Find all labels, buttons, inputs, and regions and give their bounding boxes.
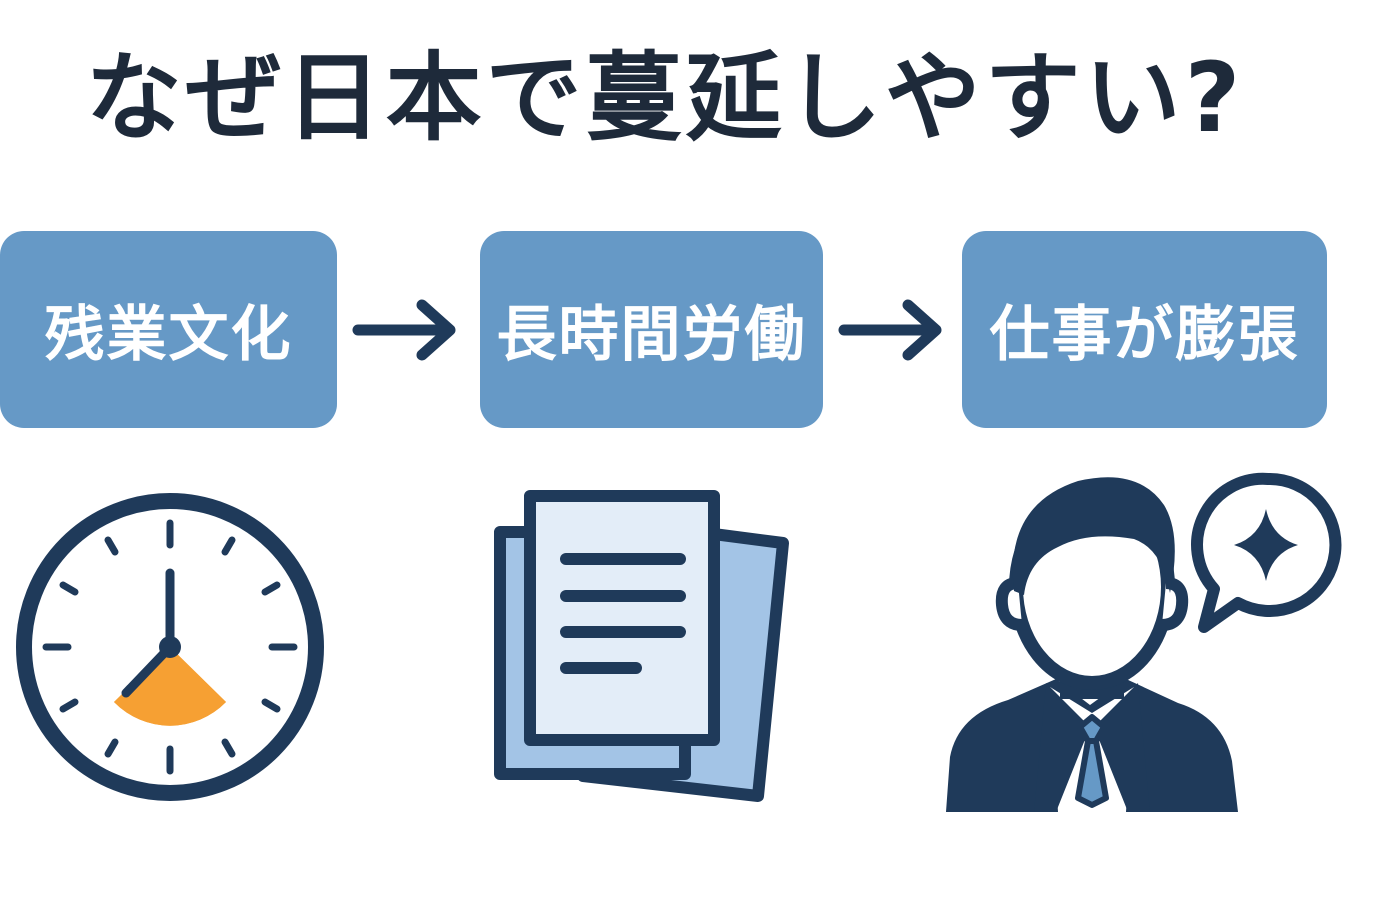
flow-step-label: 長時間労働 — [496, 300, 807, 370]
page-title: なぜ日本で蔓延しやすい? — [85, 42, 1245, 154]
flow-step-work-expands: 仕事が膨張 — [962, 231, 1327, 428]
speech-bubble-sparkle-icon — [1191, 472, 1342, 633]
arrow-right-icon — [838, 299, 942, 361]
arrow-right-icon — [352, 299, 456, 361]
documents-icon — [494, 490, 789, 802]
clock-icon — [16, 493, 324, 801]
flow-step-label: 仕事が膨張 — [989, 300, 1300, 370]
flow-step-long-working-hours: 長時間労働 — [480, 231, 823, 428]
flow-step-overtime-culture: 残業文化 — [0, 231, 337, 428]
flow-step-label: 残業文化 — [44, 300, 293, 370]
businessperson-icon — [946, 472, 1342, 812]
